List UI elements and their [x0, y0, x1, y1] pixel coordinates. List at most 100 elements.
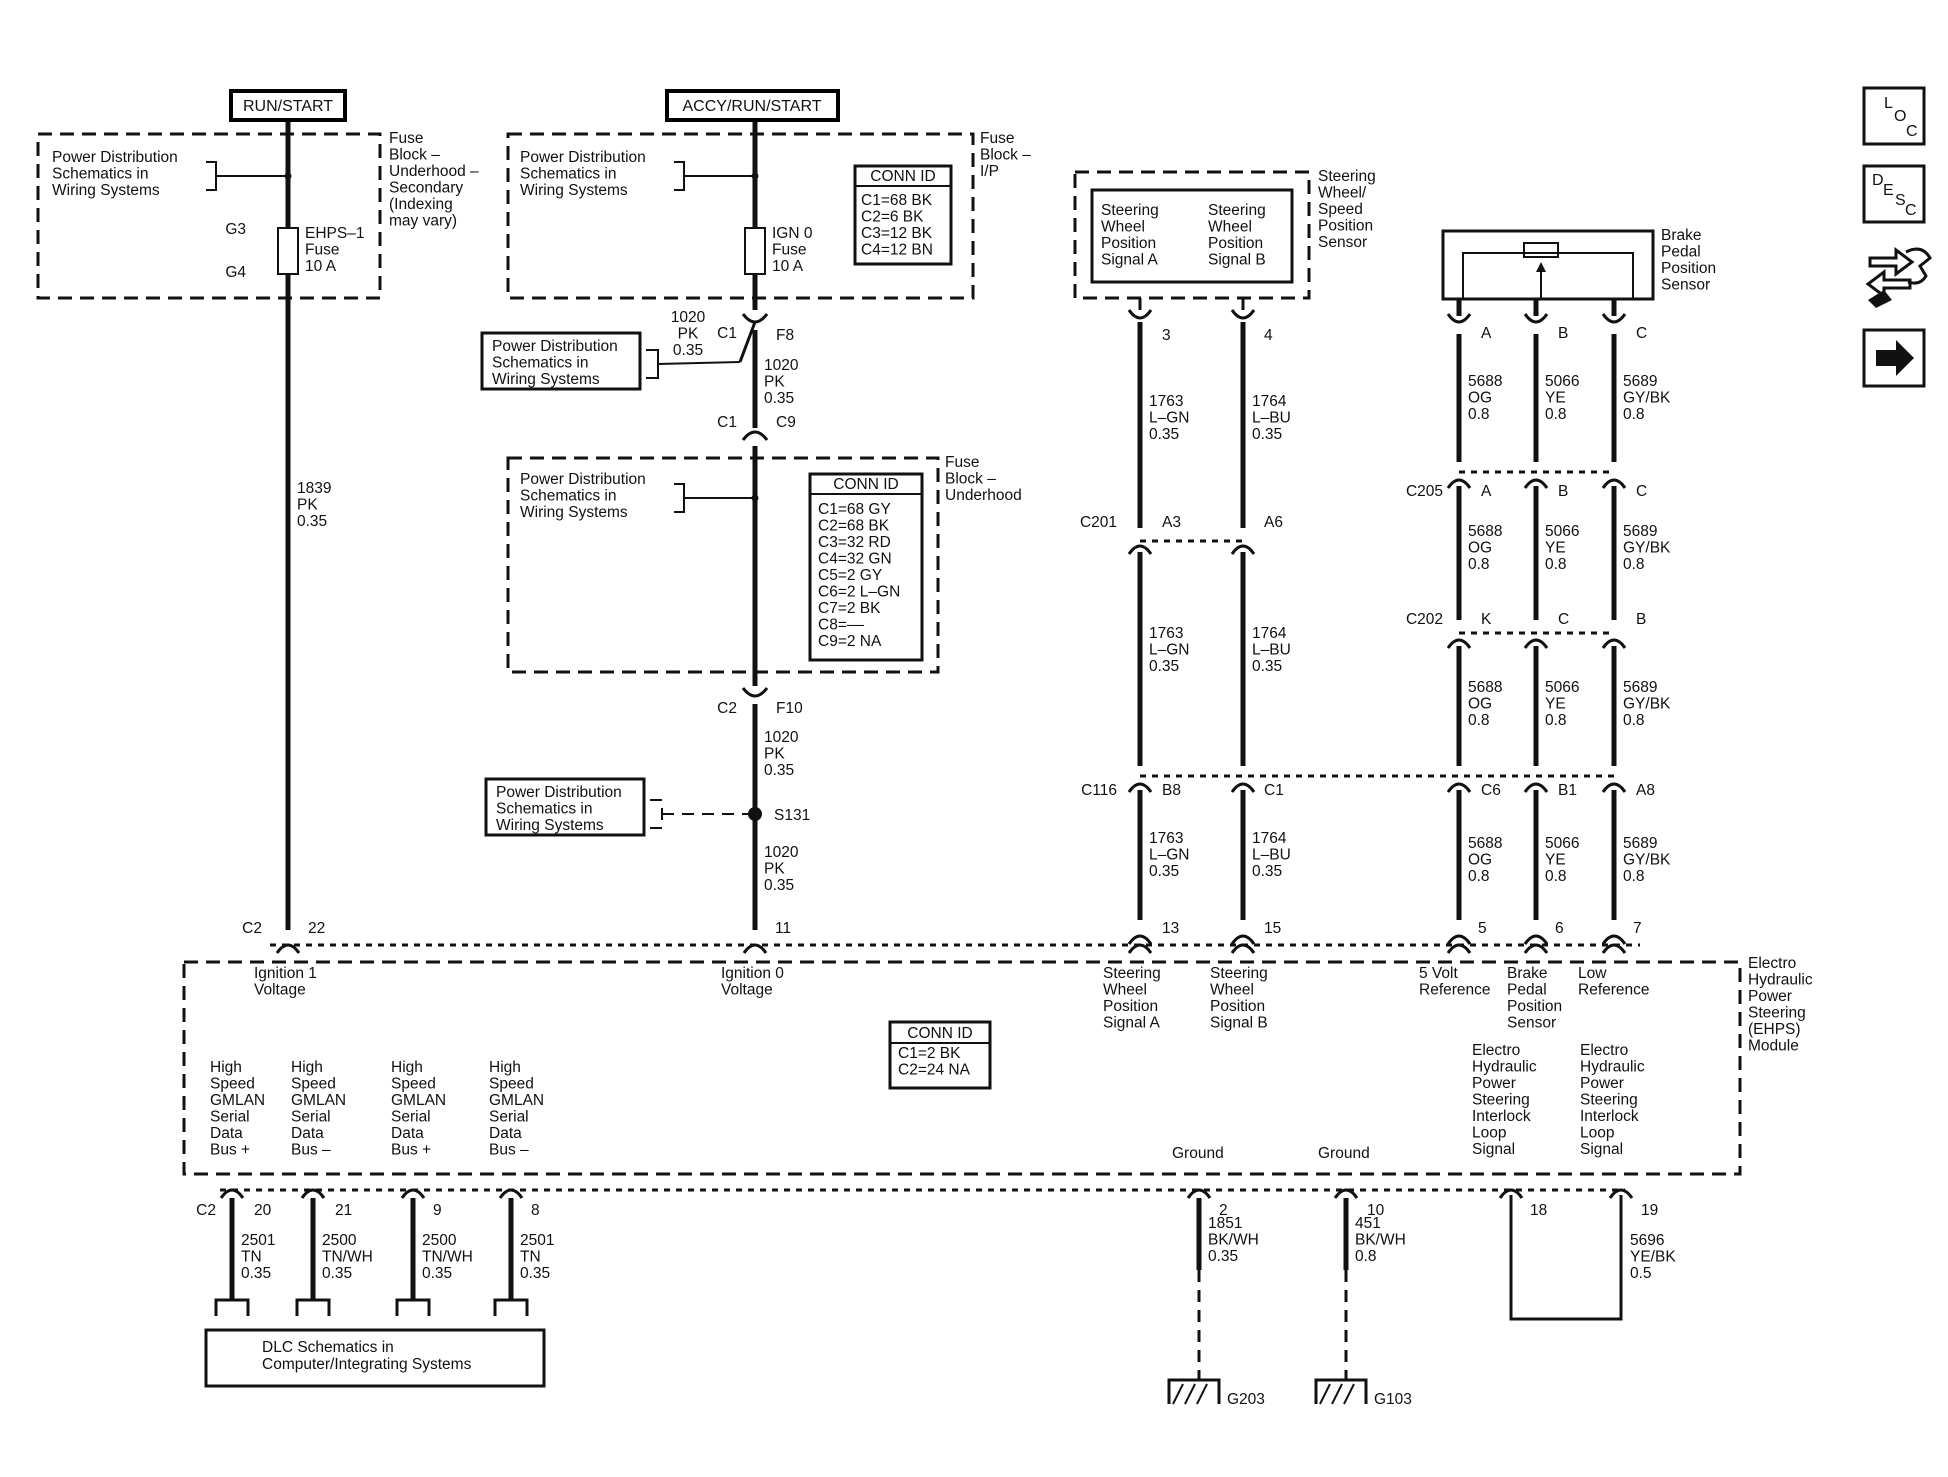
- interlock-label: Power: [1580, 1075, 1624, 1092]
- brake-sensor-title-line: Brake: [1661, 227, 1702, 244]
- module-bottom-pin: 20: [254, 1202, 272, 1219]
- wire-5689-line: GY/BK: [1623, 852, 1671, 869]
- connector-tool-button[interactable]: [1865, 247, 1932, 308]
- fuse-block-ip-title-line: I/P: [980, 163, 999, 180]
- wire-2501-line: 2501: [520, 1232, 554, 1249]
- wire-451-line: BK/WH: [1355, 1232, 1406, 1249]
- wire-1020-line: PK: [764, 374, 785, 391]
- wire-1020-line: 0.35: [764, 762, 794, 779]
- fuse-block-ip-title-line: Block –: [980, 147, 1031, 164]
- module-bottom-pin: 18: [1530, 1202, 1547, 1219]
- swp-b-label: Wheel: [1210, 982, 1254, 999]
- conn-id-row: C7=2 BK: [818, 600, 881, 617]
- wire-5688-line: OG: [1468, 852, 1492, 869]
- ign0-fuse-line: Fuse: [772, 242, 806, 259]
- wire-5066-line: YE: [1545, 696, 1566, 713]
- wire-5066-line: YE: [1545, 540, 1566, 557]
- wire-5066-line: YE: [1545, 390, 1566, 407]
- fuse-block-underhood-title-line: Block –: [945, 471, 996, 488]
- wire-1763-line: 1763: [1149, 625, 1183, 642]
- interlock-label: Hydraulic: [1580, 1059, 1645, 1076]
- desc-button[interactable]: D E S C: [1862, 164, 1926, 224]
- wire-1763-line: L–GN: [1149, 642, 1190, 659]
- loc-button[interactable]: L O C: [1862, 86, 1926, 146]
- gmlan-plus-label: High: [210, 1059, 242, 1076]
- g3-terminal: G3: [225, 221, 246, 238]
- wire-5696-line: 5696: [1630, 1232, 1664, 1249]
- signal-a-line: Steering: [1101, 202, 1159, 219]
- brake-pin: B: [1558, 325, 1568, 342]
- ground-symbol: [1314, 1378, 1368, 1404]
- ground-symbol: [1167, 1378, 1221, 1404]
- signal-a-line: Position: [1101, 235, 1156, 252]
- ehps-fuse-line: Fuse: [305, 242, 339, 259]
- bpps-label: Sensor: [1507, 1015, 1556, 1032]
- wire-1763-line: 1763: [1149, 830, 1183, 847]
- wire-1020-line: 1020: [671, 309, 706, 326]
- brake-sensor-title-line: Position: [1661, 260, 1716, 277]
- svg-text:C: C: [1906, 123, 1918, 140]
- wire-5689-line: 5689: [1623, 373, 1657, 390]
- module-title-line: Electro: [1748, 955, 1796, 972]
- bpps-label: Position: [1507, 998, 1562, 1015]
- interlock-label: Interlock: [1580, 1108, 1639, 1125]
- wire-5688-line: 0.8: [1468, 406, 1490, 423]
- wire-1764-line: 0.35: [1252, 426, 1282, 443]
- module-title-line: (EHPS): [1748, 1021, 1801, 1038]
- c1-c9-connector: C1: [717, 414, 737, 431]
- wire-2501-line: 0.35: [520, 1265, 550, 1282]
- power-distribution-text: Schematics in: [496, 801, 592, 818]
- power-distribution-text: Wiring Systems: [52, 182, 160, 199]
- power-distribution-text: Power Distribution: [520, 149, 646, 166]
- next-button[interactable]: [1862, 328, 1926, 388]
- wire-1851-line: 1851: [1208, 1215, 1242, 1232]
- wire-1839-line: 1839: [297, 480, 331, 497]
- svg-text:E: E: [1883, 182, 1894, 199]
- wire-1839-line: 0.35: [297, 513, 327, 530]
- power-distribution-text: Wiring Systems: [520, 182, 628, 199]
- wire-1763-line: L–GN: [1149, 410, 1190, 427]
- ignition1-label: Ignition 1: [254, 965, 317, 982]
- lowref-label: Low: [1578, 965, 1607, 982]
- wire-1763-line: 0.35: [1149, 426, 1179, 443]
- wire-5688-line: OG: [1468, 696, 1492, 713]
- wire-5689-line: 5689: [1623, 679, 1657, 696]
- c116-pin: A8: [1636, 782, 1655, 799]
- steering-sensor-title-line: Position: [1318, 218, 1373, 235]
- conn-id-row: C6=2 L–GN: [818, 584, 900, 601]
- s131-label: S131: [774, 807, 810, 824]
- wire-1851-line: BK/WH: [1208, 1232, 1259, 1249]
- wire-5066-line: 0.8: [1545, 406, 1567, 423]
- right-arrow-icon: [1876, 340, 1914, 376]
- gmlan-plus-label: Serial: [210, 1109, 250, 1126]
- conn-id-row: C2=6 BK: [861, 209, 924, 226]
- wire-5066-line: 5066: [1545, 835, 1579, 852]
- c116-pin: B8: [1162, 782, 1181, 799]
- fuse-block-underhood-title-line: Fuse: [945, 454, 979, 471]
- conn-id-row: C2=24 NA: [898, 1062, 971, 1079]
- fuse-block-underhood-title-line: Underhood: [945, 487, 1022, 504]
- module-bottom-pin: 21: [335, 1202, 352, 1219]
- gmlan-plus-label: Bus +: [210, 1142, 250, 1159]
- c116-pin: C6: [1481, 782, 1501, 799]
- c9-pin: C9: [776, 414, 796, 431]
- svg-text:L: L: [1884, 95, 1893, 112]
- conn-id-title: CONN ID: [870, 168, 935, 185]
- wire-5688-line: 0.8: [1468, 868, 1490, 885]
- conn-id-row: C4=32 GN: [818, 551, 892, 568]
- lowref-label: Reference: [1578, 982, 1650, 999]
- c205-pin: C: [1636, 483, 1647, 500]
- gmlan-minus-label: Speed: [291, 1076, 336, 1093]
- power-distribution-text: Wiring Systems: [496, 817, 604, 834]
- interlock-label: Steering: [1580, 1092, 1638, 1109]
- conn-id-row: C1=2 BK: [898, 1045, 961, 1062]
- c116-pin: C1: [1264, 782, 1284, 799]
- c201-pin: A6: [1264, 514, 1283, 531]
- wire-2501-line: TN: [241, 1249, 262, 1266]
- fuse-block-ip-title-line: Fuse: [980, 130, 1014, 147]
